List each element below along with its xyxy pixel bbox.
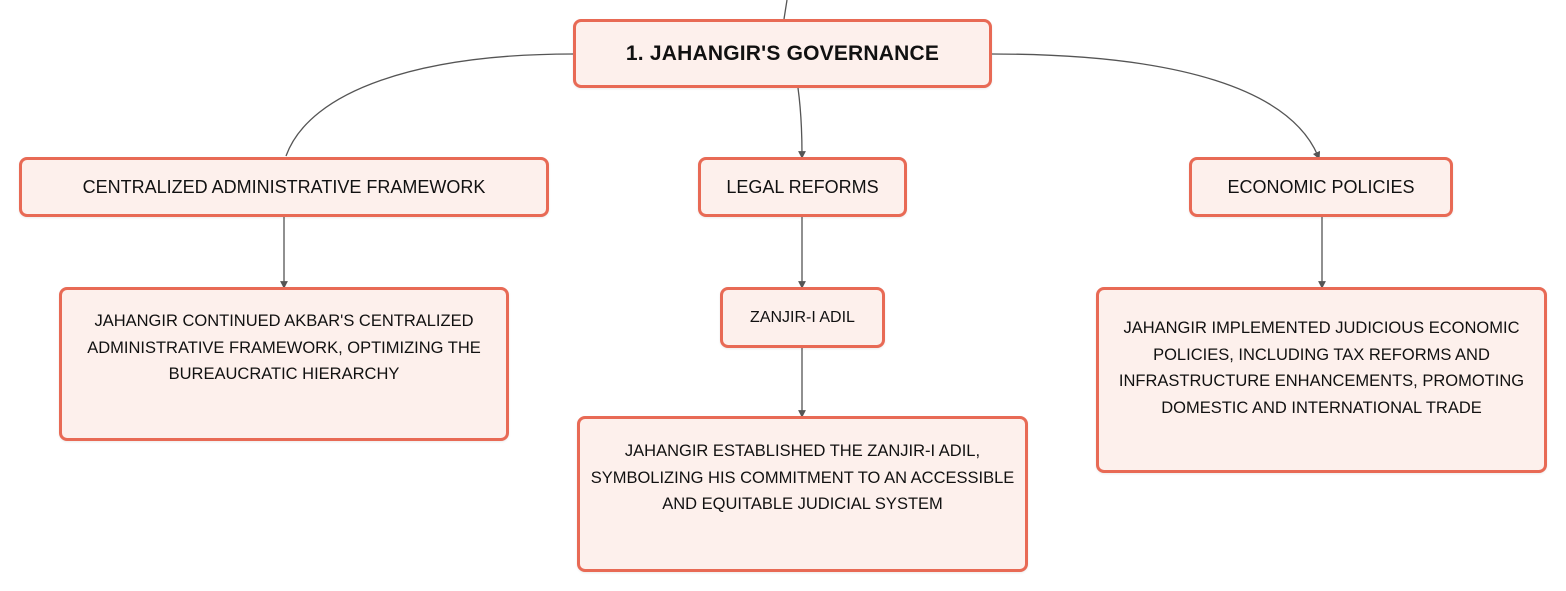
branch-node-centralized-administrative-framework[interactable]: CENTRALIZED ADMINISTRATIVE FRAMEWORK xyxy=(19,157,549,217)
detail-node-text: JAHANGIR IMPLEMENTED JUDICIOUS ECONOMIC … xyxy=(1118,319,1525,417)
detail-node-text: JAHANGIR CONTINUED AKBAR'S CENTRALIZED A… xyxy=(87,312,481,384)
detail-node-centralized-administrative-framework[interactable]: JAHANGIR CONTINUED AKBAR'S CENTRALIZED A… xyxy=(59,287,509,441)
branch-node-economic-policies[interactable]: ECONOMIC POLICIES xyxy=(1189,157,1453,217)
root-node-label: 1. JAHANGIR'S GOVERNANCE xyxy=(625,41,940,65)
sub-node-zanjir-i-adil[interactable]: ZANJIR-I ADIL xyxy=(720,287,885,348)
root-node[interactable]: 1. JAHANGIR'S GOVERNANCE xyxy=(573,19,992,88)
branch-node-label: ECONOMIC POLICIES xyxy=(1227,176,1415,197)
detail-node-economic-policies[interactable]: JAHANGIR IMPLEMENTED JUDICIOUS ECONOMIC … xyxy=(1096,287,1547,473)
connector-root-to-legal xyxy=(797,87,806,159)
connector-root-to-economic xyxy=(991,53,1321,160)
connector-root-to-centralized xyxy=(285,53,574,157)
branch-node-label: LEGAL REFORMS xyxy=(726,176,879,197)
detail-node-text: JAHANGIR ESTABLISHED THE ZANJIR-I ADIL, … xyxy=(590,442,1015,514)
branch-node-legal-reforms[interactable]: LEGAL REFORMS xyxy=(698,157,907,217)
detail-node-zanjir-i-adil[interactable]: JAHANGIR ESTABLISHED THE ZANJIR-I ADIL, … xyxy=(577,416,1028,572)
sub-node-label: ZANJIR-I ADIL xyxy=(750,308,855,326)
connector-parent-to-root xyxy=(783,0,788,20)
branch-node-label: CENTRALIZED ADMINISTRATIVE FRAMEWORK xyxy=(82,176,486,197)
